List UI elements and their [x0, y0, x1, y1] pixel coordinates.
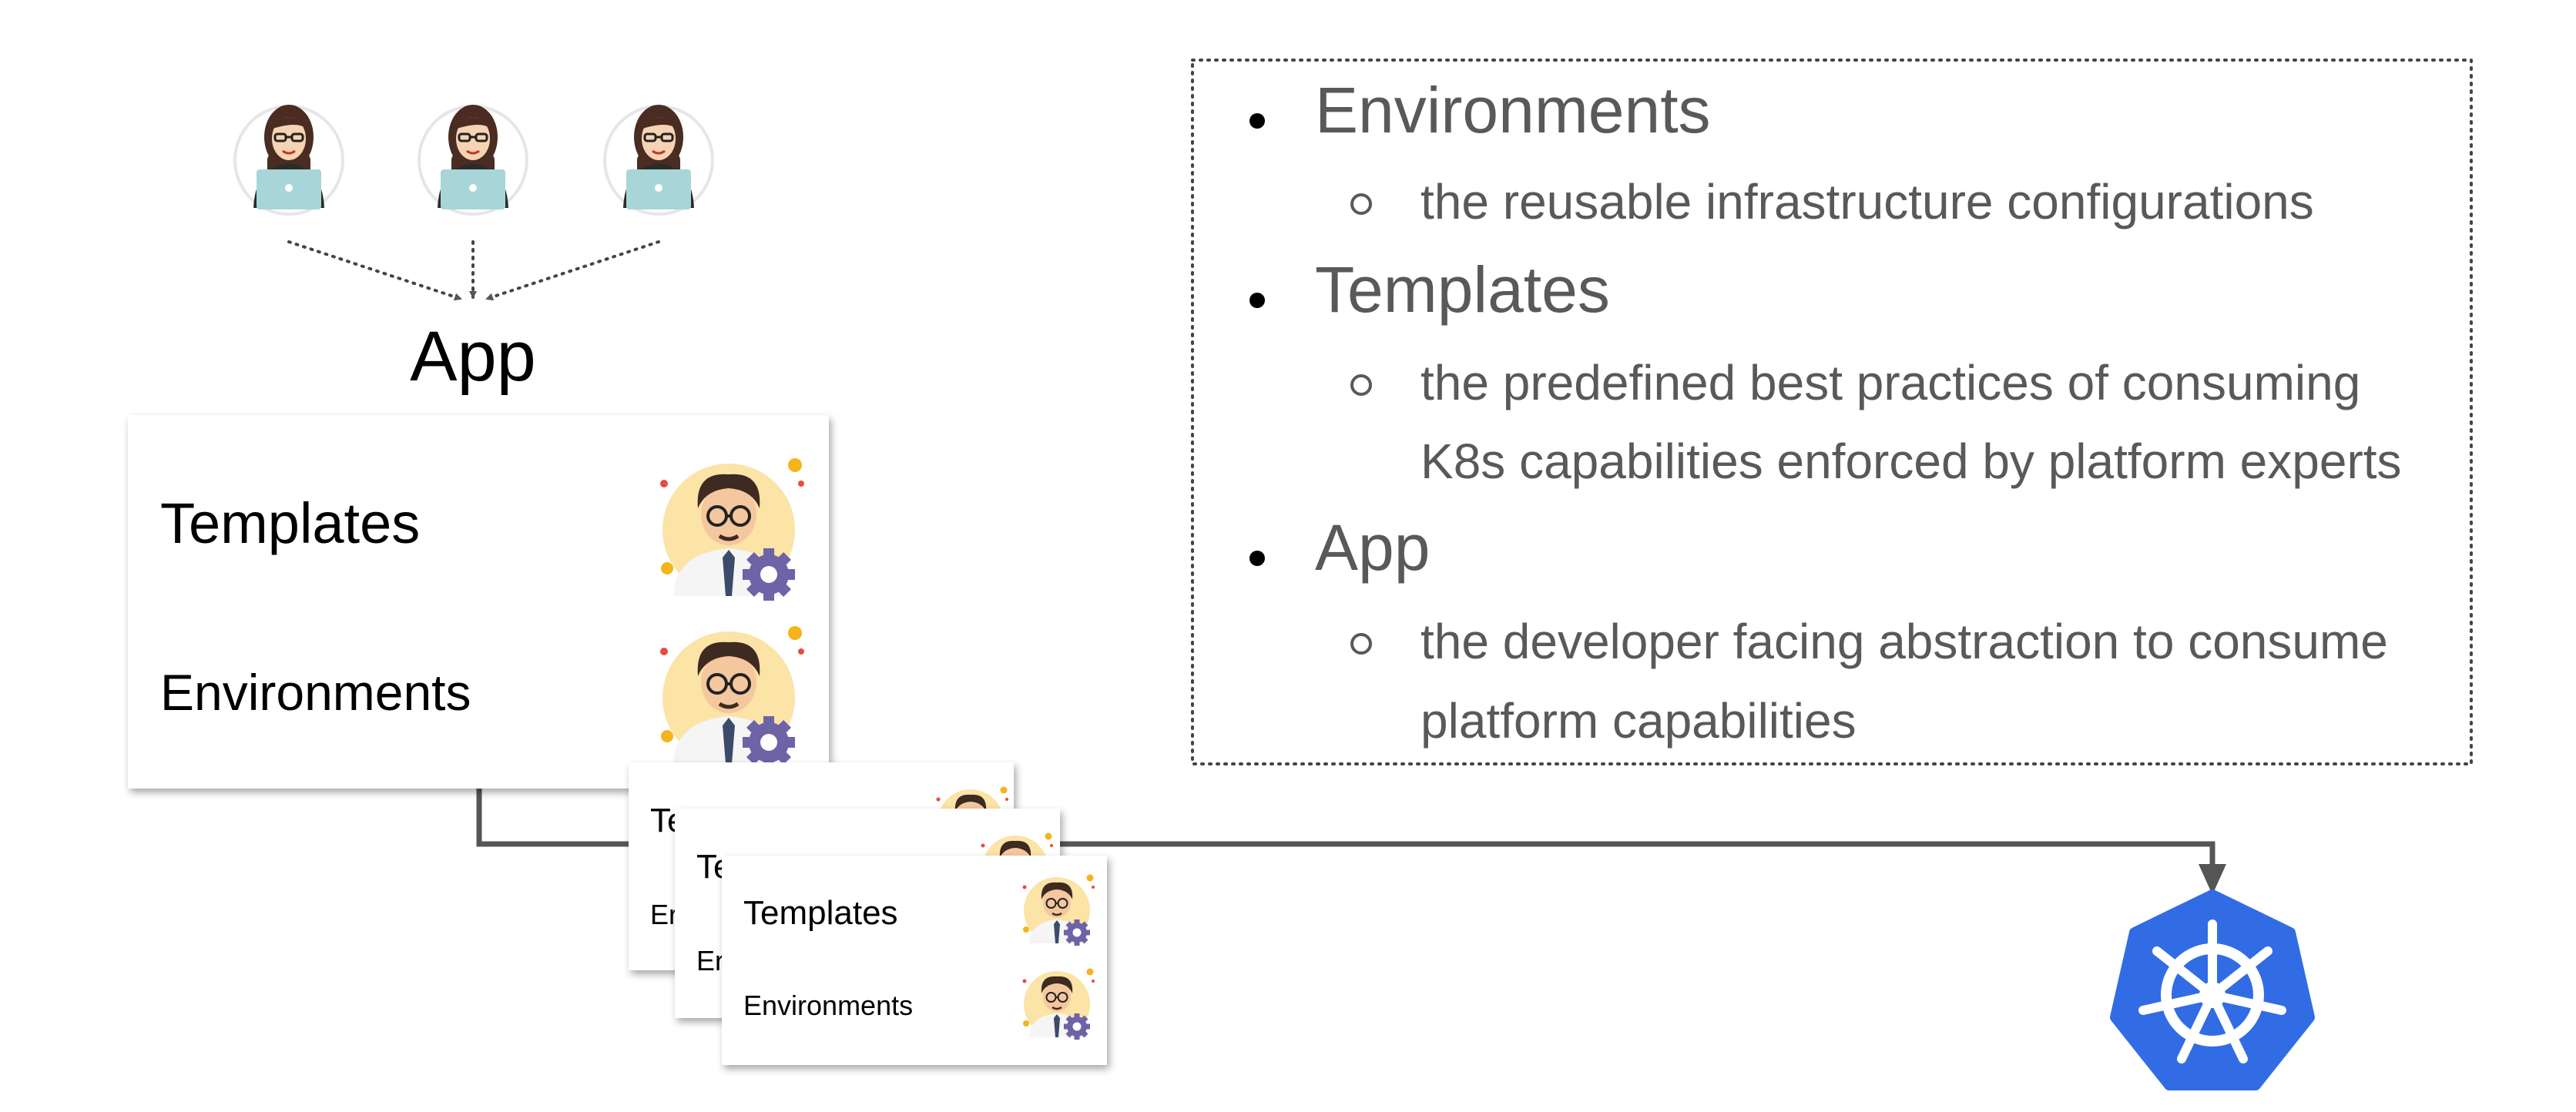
deploy-connector [476, 785, 2226, 895]
kubernetes-icon [2110, 889, 2315, 1090]
legend-bullet-3 [1249, 551, 1265, 566]
stack-card-front: Templates Environments [722, 856, 1107, 1065]
developer-avatar-2 [418, 103, 528, 216]
stack-card-front-templates: Templates [743, 894, 898, 932]
legend-def-templates-line-2: K8s capabilities enforced by platform ex… [1420, 434, 2402, 489]
main-card-templates-label: Templates [160, 491, 420, 555]
legend-def-app-line-1: the developer facing abstraction to cons… [1420, 614, 2388, 669]
legend-subbullet-2 [1350, 374, 1372, 396]
legend-bullet-1 [1249, 113, 1265, 129]
stack-card-middle-environments: Er [696, 945, 724, 976]
legend-subbullet-3 [1350, 633, 1372, 655]
legend-term-environments: Environments [1315, 74, 1711, 146]
legend-term-app: App [1315, 511, 1430, 584]
legend-def-app-line-2: platform capabilities [1420, 693, 1857, 749]
legend-def-environments-line-1: the reusable infrastructure configuratio… [1420, 174, 2314, 229]
main-card: Templates Environments [128, 415, 829, 789]
legend-def-templates-line-1: the predefined best practices of consumi… [1420, 355, 2360, 410]
stack-card-back-environments: Er [650, 899, 678, 930]
stack-card-front-environments: Environments [743, 990, 913, 1021]
developer-arrows [287, 240, 660, 301]
legend-term-templates: Templates [1315, 253, 1610, 326]
legend-subbullet-1 [1350, 193, 1372, 215]
app-label: App [410, 317, 536, 396]
developer-avatar-3 [603, 103, 714, 216]
main-card-environments-label: Environments [160, 664, 471, 721]
developer-avatar-1 [233, 103, 344, 216]
definitions-legend: Environments the reusable infrastructure… [1191, 59, 2473, 765]
legend-bullet-2 [1249, 293, 1265, 308]
